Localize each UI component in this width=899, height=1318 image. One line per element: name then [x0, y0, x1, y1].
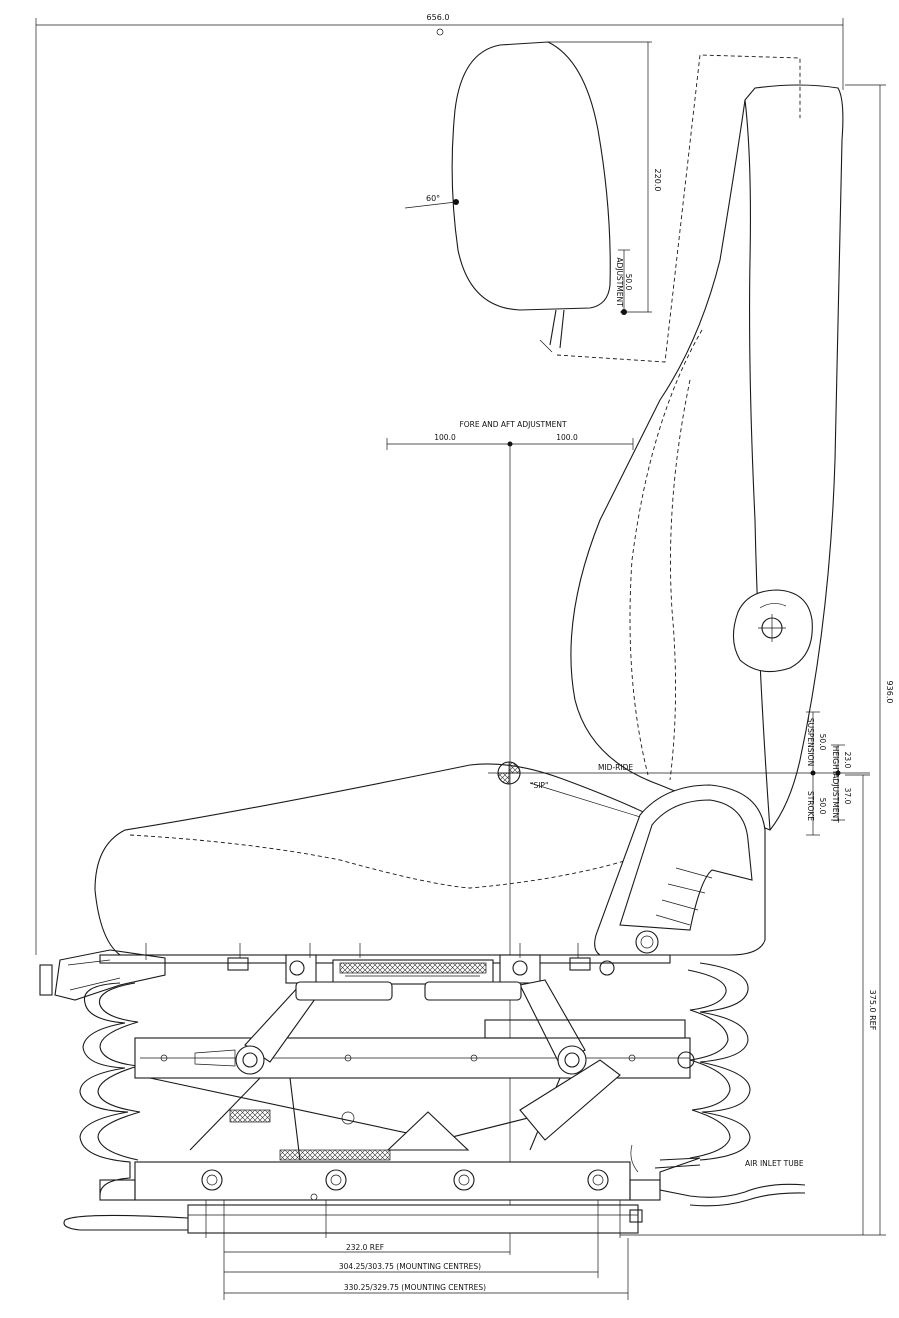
overall-height-dimension: 936.0 [620, 84, 894, 1236]
headrest-height-label: 220.0 [653, 169, 662, 192]
fore-aft-right-value: 100.0 [556, 433, 578, 442]
headrest-angle-label: 60° [426, 194, 440, 203]
bellows-right [699, 962, 751, 1161]
bottom-dimensions: 232.0 REF 304.25/303.75 (MOUNTING CENTRE… [223, 1238, 629, 1300]
scissor-mechanism [134, 979, 695, 1161]
suspension-stroke-dimension: 50.0 SUSPENSION 50.0 STROKE [806, 711, 827, 836]
headrest-tilt-envelope [556, 54, 801, 363]
overall-height-label: 936.0 [885, 681, 894, 704]
suspension-label: SUSPENSION [806, 718, 815, 766]
mounting-centres-1-label: 304.25/303.75 (MOUNTING CENTRES) [339, 1262, 481, 1271]
bellows-left [79, 982, 131, 1196]
air-inlet-tube: AIR INLET TUBE [630, 1144, 806, 1207]
recline-knob [732, 589, 813, 673]
recline-housing [594, 784, 766, 956]
height-adjustment-dimension: 23.0 HEIGHT 37.0 ADJUSTMENT [831, 744, 852, 823]
overall-width-label: 656.0 [427, 13, 450, 22]
overall-width-dimension: 656.0 [35, 13, 844, 955]
height-value-bottom: 37.0 [843, 788, 852, 805]
headrest-adjustment-label: ADJUSTMENT [615, 257, 624, 307]
fore-aft-dimension: FORE AND AFT ADJUSTMENT 100.0 100.0 [386, 420, 634, 1255]
stroke-value: 50.0 [818, 798, 827, 815]
backrest [570, 84, 844, 831]
base-height-label: 375.0 REF [868, 990, 877, 1031]
headrest: 220.0 50.0 ADJUSTMENT 60° [404, 41, 662, 353]
height-label: HEIGHT [831, 746, 840, 775]
ref-232-label: 232.0 REF [346, 1243, 384, 1252]
mid-ride-label: MID-RIDE [598, 763, 633, 772]
base-frame [63, 1161, 661, 1238]
fore-aft-left-value: 100.0 [434, 433, 456, 442]
seat-pan [99, 943, 671, 985]
suspension-value: 50.0 [818, 734, 827, 751]
height-value-top: 23.0 [843, 752, 852, 769]
mid-ride-line: MID-RIDE [488, 763, 870, 774]
seat-cushion: "SIP" [94, 761, 661, 956]
base-height-dimension: 375.0 REF [845, 774, 877, 1235]
fore-aft-label: FORE AND AFT ADJUSTMENT [459, 420, 566, 429]
air-inlet-label: AIR INLET TUBE [745, 1159, 804, 1168]
stroke-label: STROKE [806, 791, 815, 821]
mounting-centres-2-label: 330.25/329.75 (MOUNTING CENTRES) [344, 1283, 486, 1292]
headrest-adjustment-value: 50.0 [624, 274, 633, 291]
height-adjustment-label: ADJUSTMENT [831, 773, 840, 823]
front-handle [39, 949, 166, 1001]
